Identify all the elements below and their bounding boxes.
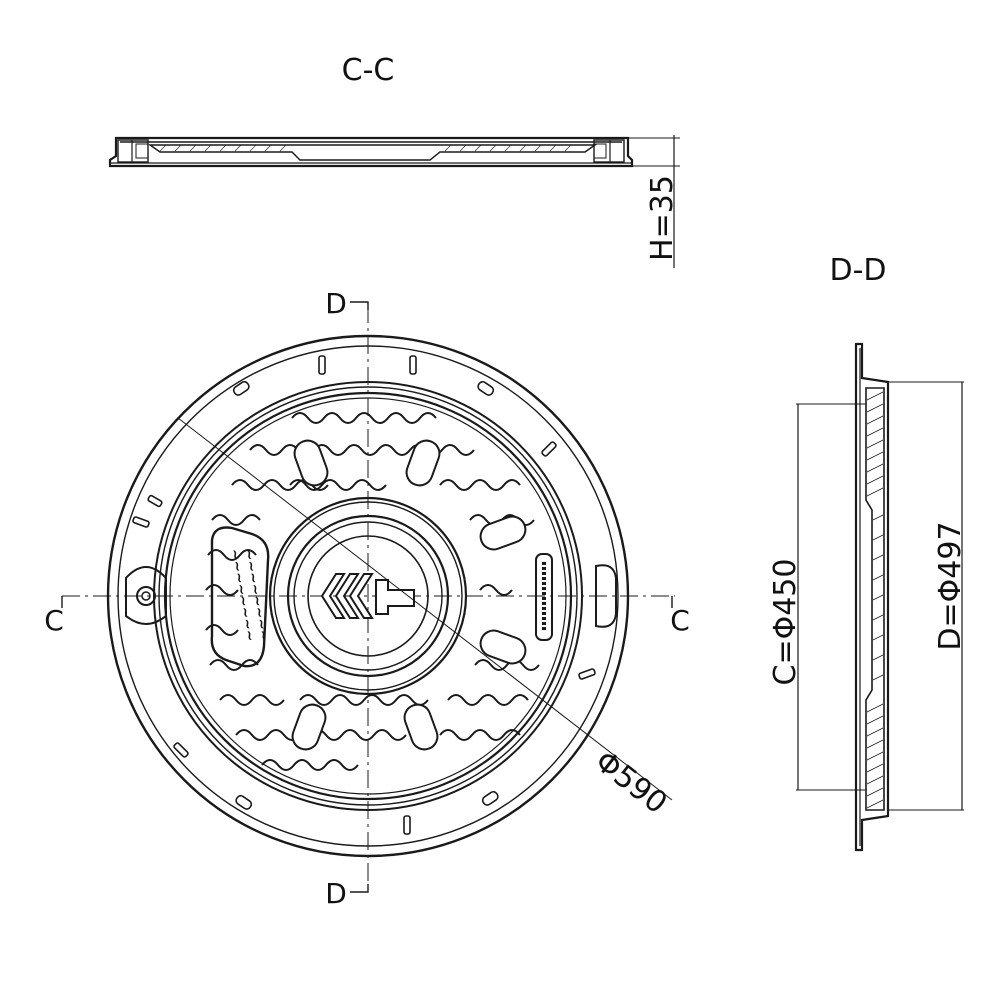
hinge-lug xyxy=(125,566,167,625)
outer-flange-ring xyxy=(106,334,630,858)
section-cc-hatch xyxy=(159,144,572,152)
section-dd-title: D-D xyxy=(829,253,886,288)
cut-d-top: D xyxy=(325,287,347,320)
plan-view: ~~~~~~~~ ~~~~~~~~ Φ590 D D xyxy=(44,287,690,910)
dim-height-label: H=35 xyxy=(645,175,680,261)
cut-c-left: C xyxy=(44,604,64,637)
dim-frame-diameter-label: D=Φ497 xyxy=(933,521,968,650)
brand-plaque-right xyxy=(535,553,553,641)
section-cc-profile xyxy=(108,136,634,168)
dim-clear-opening: C=Φ450 xyxy=(768,403,866,791)
section-dd-hatch xyxy=(866,391,884,809)
brand-plaque-left: ~~~~~~~~ ~~~~~~~~ xyxy=(210,526,272,668)
flange-slots xyxy=(132,355,596,835)
dim-outer-diameter-label: Φ590 xyxy=(588,744,673,821)
wave-pattern xyxy=(205,412,540,771)
dim-height: H=35 xyxy=(628,135,680,268)
dim-clear-opening-label: C=Φ450 xyxy=(768,559,803,686)
center-hub xyxy=(268,496,468,696)
anti-slip-pads xyxy=(291,439,527,751)
section-dd-profile xyxy=(854,342,890,852)
section-cc-title: C-C xyxy=(342,53,395,88)
dim-frame-diameter: D=Φ497 xyxy=(888,381,968,811)
center-arrow-logo xyxy=(320,573,415,619)
cut-c-right: C xyxy=(670,604,690,637)
cut-d-bottom: D xyxy=(325,877,347,910)
